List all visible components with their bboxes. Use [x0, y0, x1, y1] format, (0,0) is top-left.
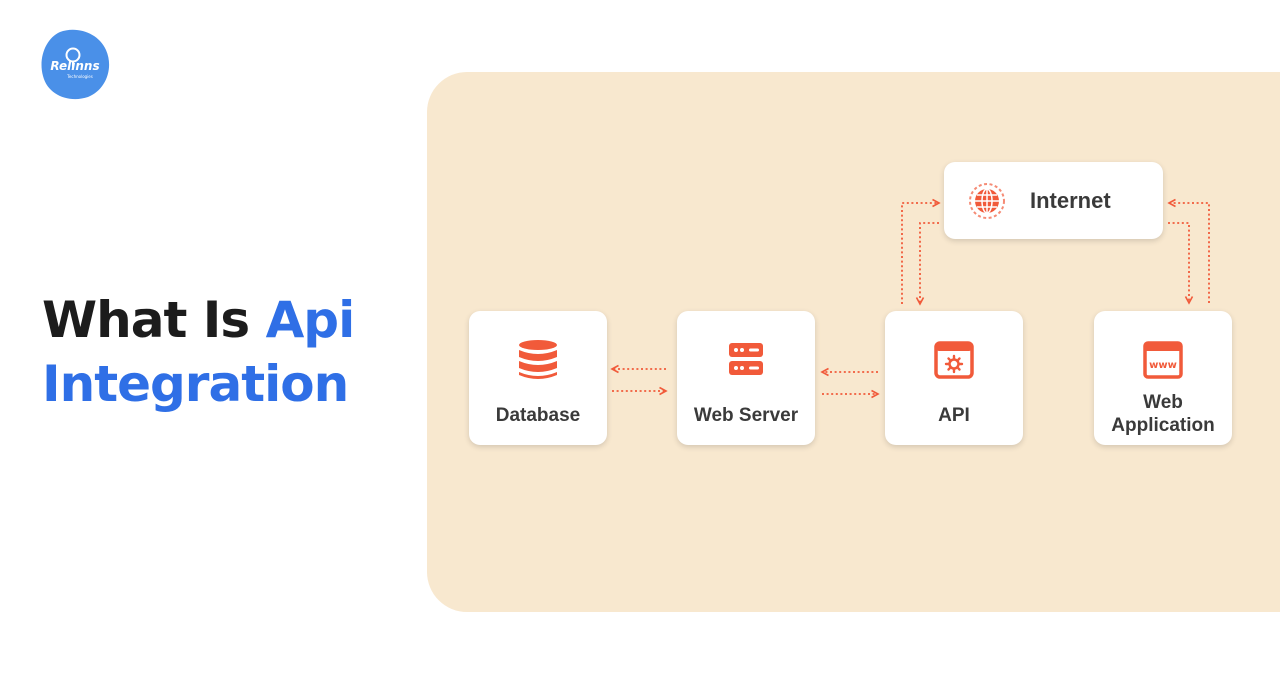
logo-blob: [41, 29, 110, 100]
title-highlight-integration: Integration: [42, 355, 349, 413]
logo-tagline: Technologies: [66, 74, 93, 79]
node-label-line1: Web: [1143, 392, 1183, 413]
page-title: What Is Api Integration: [42, 288, 356, 416]
node-label: Web Server: [693, 405, 799, 426]
svg-text:www: www: [1149, 360, 1177, 371]
server-icon: [729, 343, 763, 375]
relinns-logo: Relinns Technologies: [41, 29, 110, 100]
node-api[interactable]: API: [885, 311, 1023, 445]
node-label-line2: Application: [1111, 415, 1215, 436]
title-prefix: What Is: [42, 291, 250, 349]
logo-brand: Relinns: [50, 59, 99, 73]
node-label: API: [938, 405, 970, 426]
api-window-icon: [934, 341, 974, 379]
node-web-server[interactable]: Web Server: [677, 311, 815, 445]
node-label: Web Application: [1111, 391, 1214, 437]
node-label: Internet: [1030, 187, 1111, 213]
node-internet[interactable]: Internet: [944, 162, 1163, 239]
globe-icon: [969, 182, 1005, 219]
title-highlight-api: Api: [265, 291, 356, 349]
www-browser-icon: www: [1143, 341, 1183, 379]
node-web-application[interactable]: www Web Application: [1094, 311, 1232, 445]
database-icon: [519, 340, 557, 379]
node-database[interactable]: Database: [469, 311, 607, 445]
node-label: Database: [495, 405, 581, 426]
